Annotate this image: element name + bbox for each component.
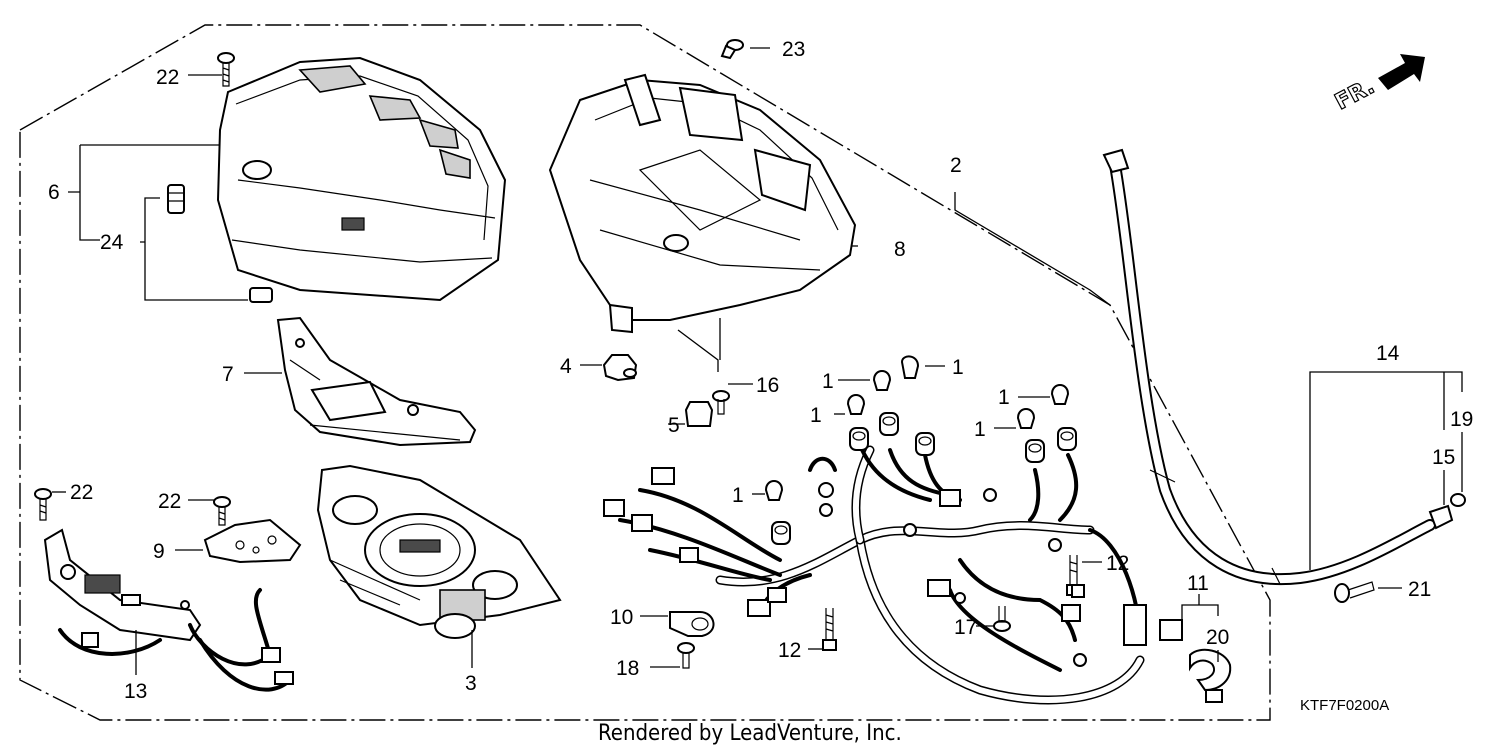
bulb-sockets[interactable] xyxy=(771,412,1077,545)
callout-17: 17 xyxy=(954,616,977,639)
bulbs-part-1[interactable] xyxy=(764,355,1070,501)
callout-7: 7 xyxy=(222,363,234,386)
callout-9: 9 xyxy=(153,540,165,563)
callout-1-f: 1 xyxy=(732,484,744,507)
callout-18: 18 xyxy=(616,657,639,680)
callout-1-d: 1 xyxy=(998,386,1010,409)
screw-part-17[interactable] xyxy=(993,606,1011,632)
screw-part-16[interactable] xyxy=(712,390,730,415)
callout-24: 24 xyxy=(100,231,124,254)
callout-19: 19 xyxy=(1450,408,1473,431)
front-direction-arrow-icon xyxy=(1378,54,1425,90)
meter-cover-part-6[interactable] xyxy=(216,56,507,302)
assembly-boundary xyxy=(19,24,1271,721)
callout-22-mid: 22 xyxy=(158,490,181,513)
front-direction-label: FR. xyxy=(1331,74,1379,115)
callout-8: 8 xyxy=(894,238,906,261)
credit-text: Rendered by LeadVenture, Inc. xyxy=(598,721,902,746)
callout-20: 20 xyxy=(1206,626,1229,649)
grommet-part-24[interactable] xyxy=(167,184,273,303)
callout-1-e: 1 xyxy=(974,418,986,441)
leader-lines xyxy=(52,47,1463,675)
wire-harness-part-2[interactable] xyxy=(603,443,1183,705)
screw-part-21[interactable] xyxy=(1334,581,1375,603)
screw-part-22-left[interactable] xyxy=(34,488,52,521)
cap-part-4[interactable] xyxy=(602,354,638,382)
callout-12-lower: 12 xyxy=(778,639,801,662)
callout-14: 14 xyxy=(1376,342,1400,365)
screw-part-22-top[interactable] xyxy=(217,52,235,87)
bracket-part-9[interactable] xyxy=(203,518,302,564)
clamp-part-10[interactable] xyxy=(669,611,715,637)
callout-15: 15 xyxy=(1432,446,1455,469)
callout-23: 23 xyxy=(782,38,805,61)
callout-12-right: 12 xyxy=(1106,552,1129,575)
callout-1-a: 1 xyxy=(822,370,834,393)
callout-numbers: 22 23 6 24 7 8 2 4 5 16 1 1 1 1 1 1 22 2… xyxy=(48,38,1473,703)
callout-6: 6 xyxy=(48,181,60,204)
meter-panel-part-7[interactable] xyxy=(276,316,477,447)
speedometer-part-3[interactable] xyxy=(316,464,562,639)
callout-4: 4 xyxy=(560,355,572,378)
callout-21: 21 xyxy=(1408,578,1431,601)
callout-10: 10 xyxy=(610,606,633,629)
cap-part-5[interactable] xyxy=(684,401,714,427)
callout-16: 16 xyxy=(756,374,779,397)
callout-1-c: 1 xyxy=(810,404,822,427)
callout-22-left: 22 xyxy=(70,481,93,504)
callout-1-b: 1 xyxy=(952,356,964,379)
screw-part-23[interactable] xyxy=(720,39,744,60)
callout-22-top: 22 xyxy=(156,66,179,89)
callout-5: 5 xyxy=(668,414,680,437)
speedometer-cable-part-14[interactable] xyxy=(1102,148,1466,586)
screw-part-22-mid[interactable] xyxy=(213,496,231,526)
clamp-part-20[interactable] xyxy=(1189,648,1232,703)
callout-3: 3 xyxy=(465,672,477,695)
callout-13: 13 xyxy=(124,680,147,703)
callout-2: 2 xyxy=(950,154,962,177)
meter-case-part-8[interactable] xyxy=(548,73,857,334)
callout-11: 11 xyxy=(1187,572,1209,595)
screw-part-12-lower[interactable] xyxy=(822,608,837,651)
diagram-code: KTF7F0200A xyxy=(1300,697,1389,714)
indicator-board-part-13[interactable] xyxy=(43,528,294,692)
screw-part-18[interactable] xyxy=(677,642,695,669)
